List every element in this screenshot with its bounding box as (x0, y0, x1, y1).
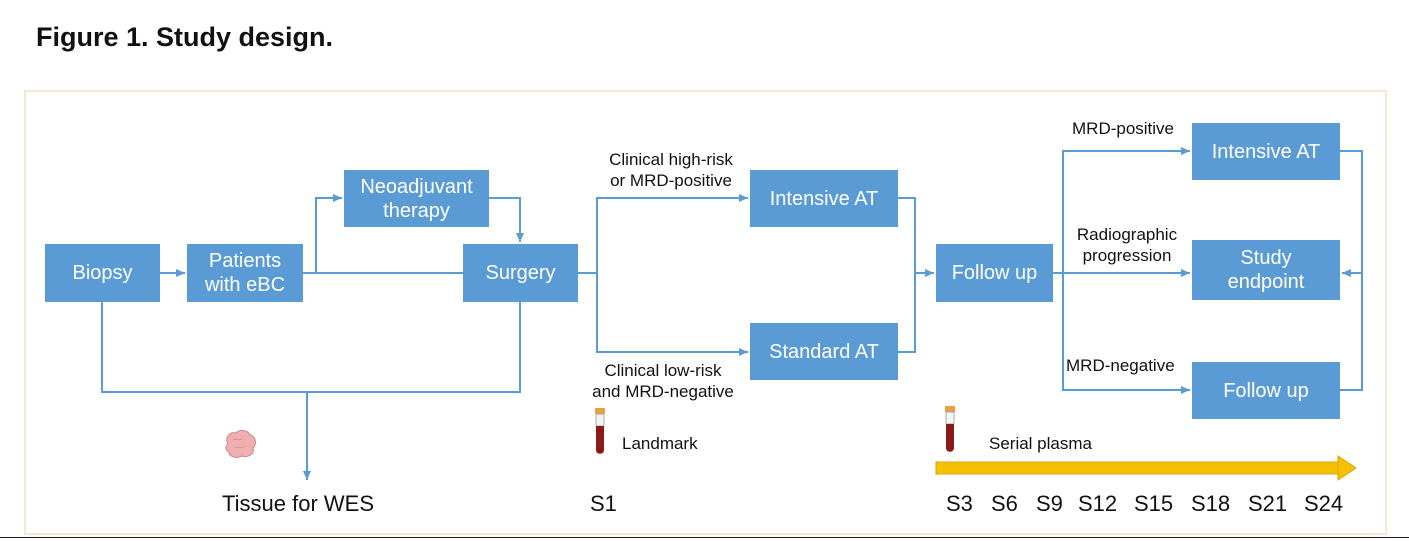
neoadjuvant-label-line1: Neoadjuvant (360, 175, 473, 198)
study-endpoint-label-line1: Study (1240, 247, 1292, 269)
blood-tube-icon (595, 408, 605, 454)
patients-label-line2: with eBC (204, 274, 286, 296)
neoadjuvant-label-line2: therapy (383, 199, 450, 222)
high-risk-label: Clinical high-risk or MRD-positive (596, 149, 746, 192)
radiographic-progression-label: Radiographic progression (1066, 224, 1188, 267)
low-risk-label-line1: Clinical low-risk (604, 361, 722, 380)
follow-up-2-box: Follow up (1192, 362, 1340, 419)
serial-timepoint-s15: S15 (1134, 491, 1174, 516)
landmark-label: Landmark (622, 434, 698, 453)
radiographic-label-line2: progression (1082, 246, 1172, 266)
tissue-sample-icon (225, 430, 256, 458)
intensive-at-2-box: Intensive AT (1192, 123, 1340, 180)
surgery-label: Surgery (485, 262, 556, 284)
high-risk-label-line2: or MRD-positive (610, 171, 732, 191)
intensive-at-2-label: Intensive AT (1211, 140, 1321, 163)
follow-up-box: Follow up (936, 244, 1053, 302)
serial-blood-tube-icon (945, 406, 955, 452)
standard-at-label: Standard AT (769, 340, 879, 363)
study-endpoint-label-line2: endpoint (1227, 271, 1305, 293)
serial-timepoint-s24: S24 (1304, 491, 1344, 516)
mrd-negative-label: MRD-negative (1066, 356, 1175, 375)
bottom-rule (0, 537, 1409, 538)
follow-up-2-label: Follow up (1223, 379, 1309, 402)
serial-timepoint-s12: S12 (1078, 491, 1118, 516)
radiographic-label-line1: Radiographic (1076, 225, 1178, 244)
high-risk-label-line1: Clinical high-risk (609, 150, 733, 169)
standard-at-box: Standard AT (750, 323, 898, 380)
serial-timepoint-s21: S21 (1248, 491, 1288, 516)
landmark-timepoint-label: S1 (590, 491, 617, 516)
intensive-at-box: Intensive AT (750, 170, 898, 227)
figure-title: Figure 1. Study design. (36, 22, 334, 52)
biopsy-box: Biopsy (45, 244, 160, 302)
serial-timepoint-s18: S18 (1191, 491, 1231, 516)
low-risk-label: Clinical low-risk and MRD-negative (578, 360, 748, 403)
tissue-for-wes-label: Tissue for WES (222, 491, 374, 516)
biopsy-label: Biopsy (72, 262, 133, 284)
serial-timepoint-s9: S9 (1036, 491, 1063, 516)
follow-up-label: Follow up (951, 262, 1038, 284)
patients-label-line1: Patients (208, 250, 282, 272)
mrd-positive-label: MRD-positive (1072, 119, 1175, 138)
low-risk-label-line2: and MRD-negative (592, 382, 734, 402)
intensive-at-label: Intensive AT (769, 187, 879, 210)
serial-plasma-label: Serial plasma (989, 434, 1092, 453)
serial-timepoint-s3: S3 (946, 491, 973, 516)
serial-timepoint-s6: S6 (991, 491, 1018, 516)
surgery-box: Surgery (463, 244, 578, 302)
